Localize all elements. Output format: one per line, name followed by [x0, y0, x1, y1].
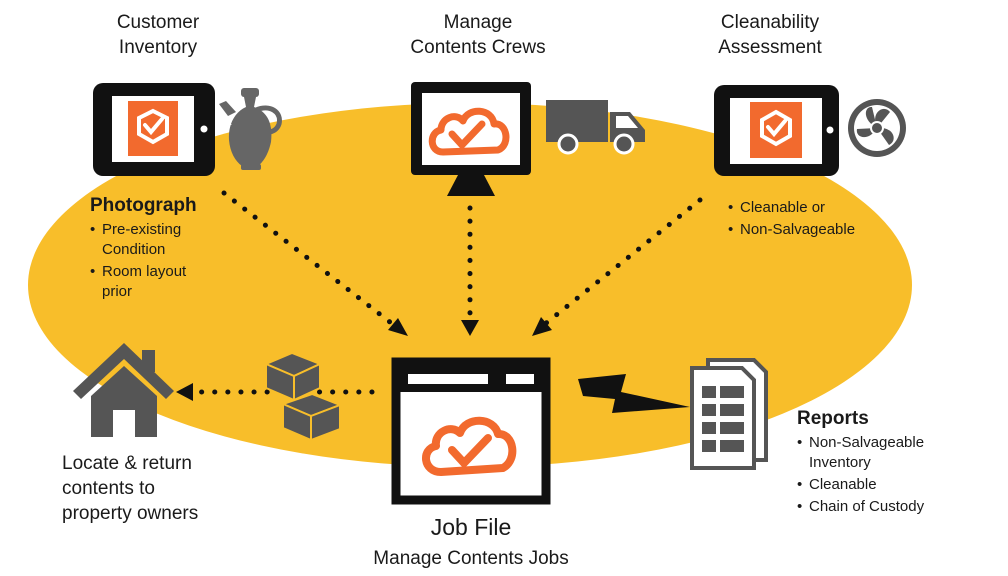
arrow-head-crews: [461, 320, 479, 336]
tablet-check-icon-right: [714, 85, 839, 176]
cleanability-bullet-nonsalvageable: Non-Salvageable: [728, 220, 898, 240]
arrow-head-cleanability: [532, 317, 552, 336]
document-table-icon: [690, 358, 768, 470]
tablet-check-icon: [93, 83, 215, 176]
boxes-icon: [263, 351, 343, 442]
monitor-cloud-icon: [411, 82, 531, 196]
house-icon: [73, 343, 174, 437]
reports-bullet-nonsalvageable: Non-Salvageable Inventory: [797, 433, 987, 473]
job-file-subtitle: Manage Contents Jobs: [373, 548, 569, 569]
arrow-head-house: [176, 383, 193, 401]
photograph-bullet-room-layout: Room layout prior: [90, 262, 240, 302]
cleanability-bullet-cleanable: Cleanable or: [728, 198, 898, 218]
manage-crews-label: Manage Contents Crews: [410, 12, 546, 58]
broken-vase-icon: [219, 88, 282, 170]
reports-bullet-chain-of-custody: Chain of Custody: [797, 497, 987, 517]
locate-return-label: Locate & return contents to property own…: [62, 453, 199, 524]
truck-icon: [546, 100, 645, 155]
photograph-heading: Photograph: [90, 195, 197, 216]
dotted-arrows: [176, 190, 703, 401]
photograph-bullet-preexisting: Pre-existing Condition: [90, 220, 240, 260]
job-file-title: Job File: [430, 514, 512, 540]
customer-inventory-label: Customer Inventory: [116, 12, 200, 58]
reports-block: Reports Non-Salvageable Inventory Cleana…: [797, 407, 987, 519]
reports-heading: Reports: [797, 408, 869, 429]
fan-icon: [848, 99, 906, 157]
arrow-head-inventory: [388, 318, 408, 336]
window-cloud-icon: [391, 357, 551, 505]
cleanability-label: Cleanability Assessment: [718, 12, 822, 58]
photograph-block: Photograph Pre-existing Condition Room l…: [90, 194, 240, 304]
cleanability-bullets: Cleanable or Non-Salvageable: [728, 196, 898, 242]
reports-bullet-cleanable: Cleanable: [797, 475, 987, 495]
lightning-icon: [578, 374, 690, 413]
